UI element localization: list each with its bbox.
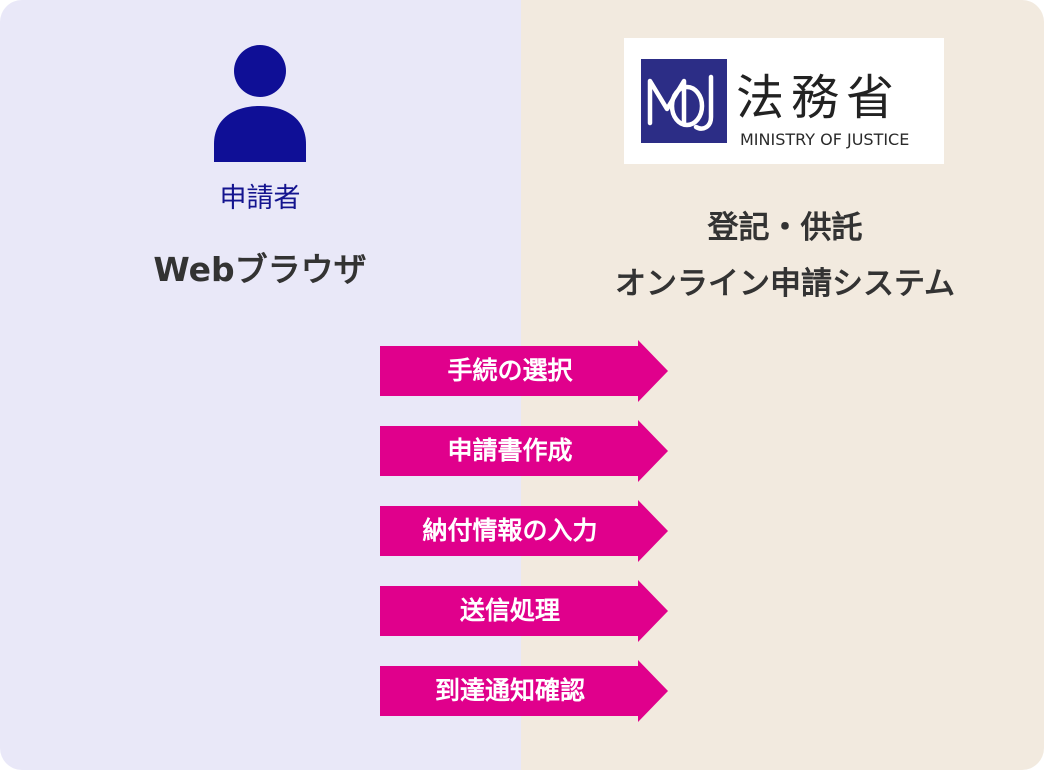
person-icon (214, 45, 306, 162)
step-arrow-create-application: 申請書作成 (380, 420, 668, 482)
arrow-shape (380, 660, 668, 722)
step-arrow-payment-info: 納付情報の入力 (380, 500, 668, 562)
moj-logo: 法務省 MINISTRY OF JUSTICE (624, 38, 944, 164)
system-name: 登記・供託 オンライン申請システム (560, 200, 1010, 312)
step-arrow-arrival-notice: 到達通知確認 (380, 660, 668, 722)
browser-label: Webブラウザ (153, 250, 367, 289)
arrow-shape (380, 420, 668, 482)
arrow-shape (380, 340, 668, 402)
arrow-shape (380, 500, 668, 562)
applicant-label: 申請者 (219, 183, 301, 214)
system-name-line1: 登記・供託 (707, 210, 863, 246)
system-name-line2: オンライン申請システム (614, 266, 956, 302)
step-arrow-select-procedure: 手続の選択 (380, 340, 668, 402)
step-label: 手続の選択 (447, 356, 573, 385)
moj-emblem-icon (641, 59, 727, 143)
step-label: 納付情報の入力 (422, 516, 598, 545)
step-label: 到達通知確認 (434, 676, 585, 705)
moj-kanji-title: 法務省 (736, 70, 902, 126)
moj-english-title: MINISTRY OF JUSTICE (740, 130, 910, 149)
step-label: 申請書作成 (447, 436, 573, 465)
step-arrow-submission: 送信処理 (380, 580, 668, 642)
step-label: 送信処理 (459, 596, 560, 625)
arrow-shape (380, 580, 668, 642)
